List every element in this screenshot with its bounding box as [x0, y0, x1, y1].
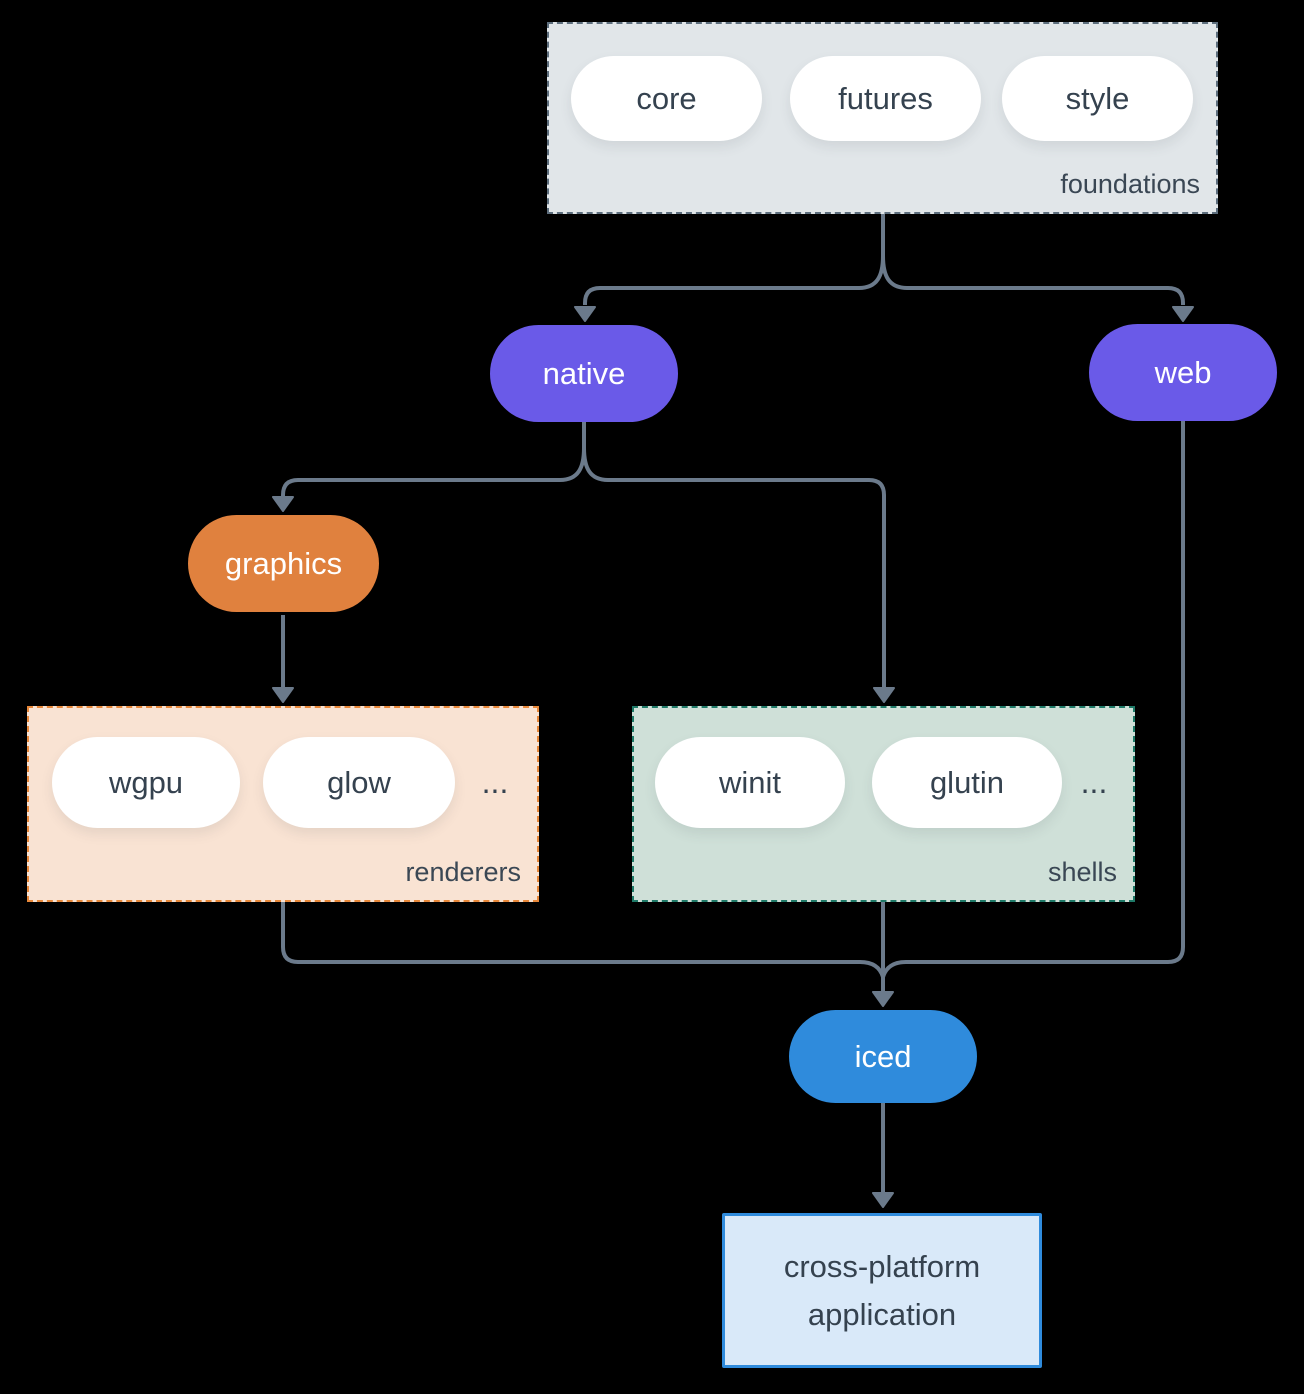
- pill-futures: futures: [790, 56, 981, 141]
- arrowhead-graphics: [272, 496, 294, 512]
- pill-core: core: [571, 56, 762, 141]
- group-foundations-label: foundations: [1060, 169, 1200, 199]
- pill-glow: glow: [263, 737, 455, 828]
- arrowhead-app: [872, 1192, 894, 1208]
- edge-native-shells: [582, 447, 886, 687]
- arrowhead-renderers: [272, 687, 294, 703]
- edge-renderers-merge: [281, 902, 885, 978]
- edge-split-web: [881, 255, 1185, 305]
- node-graphics: graphics: [188, 515, 379, 612]
- node-iced: iced: [789, 1010, 977, 1103]
- arrowhead-shells: [873, 687, 895, 703]
- node-cross-platform-application: cross-platform application: [722, 1213, 1042, 1368]
- arrowhead-native: [574, 306, 596, 322]
- pill-style: style: [1002, 56, 1193, 141]
- pill-glutin: glutin: [872, 737, 1062, 828]
- edge-native-graphics: [281, 447, 586, 497]
- arrowhead-web: [1172, 306, 1194, 322]
- shells-ellipsis: ...: [1080, 763, 1108, 800]
- app-label-line-2: application: [807, 1296, 957, 1332]
- node-web: web: [1089, 324, 1277, 421]
- app-label-line-1: cross-platform: [783, 1248, 981, 1284]
- arrowhead-iced: [872, 991, 894, 1007]
- renderers-ellipsis: ...: [481, 763, 509, 800]
- pill-winit: winit: [655, 737, 845, 828]
- group-shells-label: shells: [1047, 857, 1117, 887]
- pill-wgpu: wgpu: [52, 737, 240, 828]
- edge-split-native: [583, 255, 885, 305]
- node-native: native: [490, 325, 678, 422]
- group-renderers-label: renderers: [405, 857, 521, 887]
